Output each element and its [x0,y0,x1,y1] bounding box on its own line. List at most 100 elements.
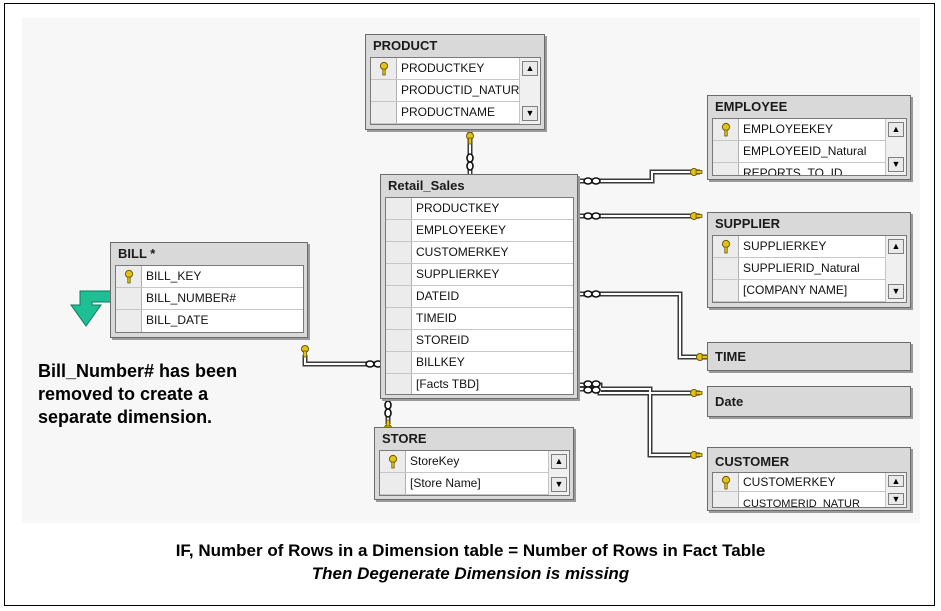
table-fields: StoreKey [Store Name] ▲ ▼ [379,450,570,496]
field-row[interactable]: PRODUCTKEY [371,58,540,80]
field-row[interactable]: [Store Name] [380,473,569,495]
table-supplier[interactable]: SUPPLIER SUPPLIERKEY SUPPLIERID_Natural … [707,212,911,308]
scrollbar[interactable]: ▲ ▼ [885,236,906,302]
field-name: DATEID [416,289,460,303]
scroll-down-icon[interactable]: ▼ [888,493,904,505]
field-row[interactable]: PRODUCTID_NATURA [371,80,540,102]
key-end-icon [690,389,703,397]
scrollbar[interactable]: ▲ ▼ [885,119,906,175]
field-name: BILL_KEY [146,269,202,283]
field-row[interactable]: EMPLOYEEKEY [713,119,906,141]
field-name: EMPLOYEEKEY [743,122,834,136]
key-icon [721,475,731,490]
field-row[interactable]: StoreKey [380,451,569,473]
link-time [578,291,708,360]
field-row[interactable]: CUSTOMERID_NATUR [713,492,906,508]
field-row[interactable]: CUSTOMERKEY [713,473,906,492]
field-name: PRODUCTKEY [416,201,500,215]
table-retail-sales[interactable]: Retail_Sales PRODUCTKEY EMPLOYEEKEY CUST… [380,174,578,399]
scroll-up-icon[interactable]: ▲ [888,239,904,254]
field-row[interactable]: TIMEID [386,308,573,330]
scroll-down-icon[interactable]: ▼ [522,106,538,121]
scroll-down-icon[interactable]: ▼ [888,284,904,299]
field-row[interactable]: SUPPLIERID_Natural [713,258,906,280]
field-row[interactable]: EMPLOYEEID_Natural [713,141,906,163]
scrollbar[interactable]: ▲ ▼ [885,473,906,507]
field-name: [COMPANY NAME] [743,283,848,297]
key-icon [124,269,134,284]
key-end-icon [690,168,703,176]
green-arrow-icon [70,290,119,327]
scroll-down-icon[interactable]: ▼ [888,157,904,172]
field-row[interactable]: BILLKEY [386,352,573,374]
field-row[interactable]: BILL_KEY [116,266,303,288]
field-name: EMPLOYEEKEY [416,223,507,237]
field-name: PRODUCTKEY [401,61,485,75]
table-bill[interactable]: BILL * BILL_KEY BILL_NUMBER# BILL_DATE [110,242,308,338]
scrollbar[interactable]: ▲ ▼ [548,451,569,495]
table-date[interactable]: Date [707,386,911,417]
table-fields: CUSTOMERKEY CUSTOMERID_NATUR ▲ ▼ [712,472,907,508]
field-row[interactable]: SUPPLIERKEY [386,264,573,286]
field-row[interactable]: PRODUCTNAME [371,102,540,124]
table-fields: EMPLOYEEKEY EMPLOYEEID_Natural REPORTS_T… [712,118,907,176]
field-row[interactable]: DATEID [386,286,573,308]
scroll-up-icon[interactable]: ▲ [888,122,904,137]
slide-frame [4,3,935,606]
table-product[interactable]: PRODUCT PRODUCTKEY PRODUCTID_NATURA PROD… [365,34,545,130]
field-row[interactable]: BILL_DATE [116,310,303,332]
field-row[interactable]: [COMPANY NAME] [713,280,906,302]
field-name: BILL_DATE [146,313,209,327]
field-name: [Facts TBD] [416,377,480,391]
key-end-icon [690,212,703,220]
scroll-up-icon[interactable]: ▲ [888,475,904,487]
field-row[interactable]: STOREID [386,330,573,352]
key-icon [721,122,731,137]
table-fields: PRODUCTKEY PRODUCTID_NATURA PRODUCTNAME … [370,57,541,125]
scroll-down-icon[interactable]: ▼ [551,477,567,492]
table-title: PRODUCT [373,38,438,53]
field-name: REPORTS_TO_ID [743,166,843,176]
key-icon [379,61,389,76]
table-title: Retail_Sales [388,178,465,193]
field-name: SUPPLIERKEY [416,267,500,281]
table-time[interactable]: TIME [707,342,911,371]
table-title: Date [715,394,744,409]
field-name: PRODUCTNAME [401,105,496,119]
note-line: removed to create a [38,384,209,404]
field-name: CUSTOMERKEY [416,245,509,259]
field-row[interactable]: CUSTOMERKEY [386,242,573,264]
field-name: CUSTOMERID_NATUR [743,498,860,508]
field-name: [Store Name] [410,476,481,490]
field-name: TIMEID [416,311,457,325]
scrollbar[interactable]: ▲ ▼ [519,58,540,124]
field-row[interactable]: SUPPLIERKEY [713,236,906,258]
scroll-up-icon[interactable]: ▲ [522,61,538,76]
field-name: SUPPLIERKEY [743,239,827,253]
table-customer[interactable]: CUSTOMER CUSTOMERKEY CUSTOMERID_NATUR ▲ … [707,447,911,511]
table-title: STORE [382,431,427,446]
scroll-up-icon[interactable]: ▲ [551,454,567,469]
field-name: STOREID [416,333,470,347]
footer-conclusion: Then Degenerate Dimension is missing [311,564,630,583]
field-row[interactable]: REPORTS_TO_ID [713,163,906,176]
field-name: PRODUCTID_NATURA [401,83,528,97]
note-line: Bill_Number# has been [38,361,238,381]
field-name: EMPLOYEEID_Natural [743,144,867,158]
note-line: separate dimension. [38,407,213,427]
table-title: BILL * [118,246,156,261]
field-row[interactable]: PRODUCTKEY [386,198,573,220]
field-row[interactable]: [Facts TBD] [386,374,573,394]
key-icon [721,239,731,254]
table-employee[interactable]: EMPLOYEE EMPLOYEEKEY EMPLOYEEID_Natural … [707,95,911,180]
field-row[interactable]: BILL_NUMBER# [116,288,303,310]
table-store[interactable]: STORE StoreKey [Store Name] ▲ ▼ [374,427,574,500]
note-text: Bill_Number# has been removed to create … [38,360,237,429]
field-row[interactable]: EMPLOYEEKEY [386,220,573,242]
link-customer [578,386,700,458]
footer-rule: IF, Number of Rows in a Dimension table … [175,541,766,560]
table-title: CUSTOMER [715,454,790,469]
field-name: BILL_NUMBER# [146,291,237,305]
field-name: CUSTOMERKEY [743,475,836,489]
